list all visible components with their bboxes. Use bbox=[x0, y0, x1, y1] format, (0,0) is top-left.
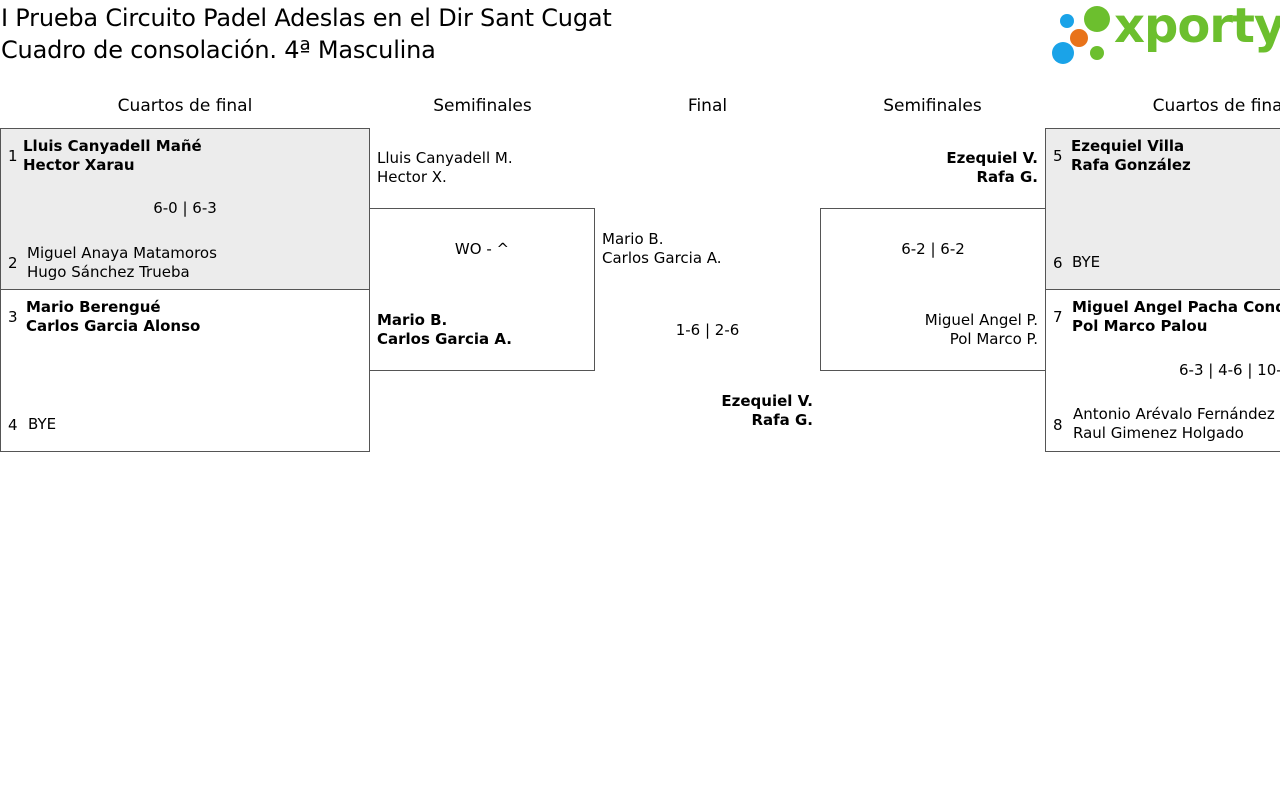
team-name[interactable]: Antonio Arévalo Fernández Raul Gimenez H… bbox=[1073, 405, 1275, 443]
match-sf-left[interactable]: WO - ^ Mario B. Carlos Garcia A. bbox=[369, 208, 595, 371]
player-name: Raul Gimenez Holgado bbox=[1073, 424, 1244, 442]
team-name[interactable]: Ezequiel V. Rafa G. bbox=[820, 149, 1038, 187]
logo-dot-orange-icon bbox=[1070, 29, 1088, 47]
tournament-name: I Prueba Circuito Padel Adeslas en el Di… bbox=[1, 4, 612, 32]
seed-number: 7 bbox=[1053, 308, 1063, 326]
player-name: Antonio Arévalo Fernández bbox=[1073, 405, 1275, 423]
team-name[interactable]: Mario Berengué Carlos Garcia Alonso bbox=[26, 298, 200, 336]
player-name: Miguel Angel Pacha Conde bbox=[1072, 298, 1280, 316]
player-name: Ezequiel V. bbox=[946, 149, 1038, 167]
logo-dot-green-icon bbox=[1084, 6, 1110, 32]
player-name: Miguel Anaya Matamoros bbox=[27, 244, 217, 262]
header-final: Final bbox=[687, 96, 728, 116]
match-score: 6-0 | 6-3 bbox=[153, 199, 217, 217]
draw-name: Cuadro de consolación. 4ª Masculina bbox=[1, 36, 436, 64]
seed-number: 3 bbox=[8, 308, 18, 326]
logo-dot-blue-icon bbox=[1060, 14, 1074, 28]
player-name: Mario Berengué bbox=[26, 298, 161, 316]
header-quarterfinals-left: Cuartos de final bbox=[117, 96, 253, 116]
team-name[interactable]: Miguel Angel P. Pol Marco P. bbox=[821, 311, 1038, 349]
seed-number: 1 bbox=[8, 147, 18, 165]
player-name: Mario B. bbox=[602, 230, 664, 248]
player-name: Rafa González bbox=[1071, 156, 1191, 174]
player-name: Rafa G. bbox=[751, 411, 813, 429]
match-score: 6-3 | 4-6 | 10-6 bbox=[1179, 361, 1280, 379]
seed-number: 5 bbox=[1053, 147, 1063, 165]
team-name[interactable]: Lluis Canyadell Mañé Hector Xarau bbox=[23, 137, 202, 175]
player-name: Pol Marco P. bbox=[949, 330, 1038, 348]
player-name: Lluis Canyadell Mañé bbox=[23, 137, 202, 155]
player-name: Rafa G. bbox=[976, 168, 1038, 186]
seed-number: 8 bbox=[1053, 416, 1063, 434]
header-semifinals-right: Semifinales bbox=[883, 96, 982, 116]
player-name: Carlos Garcia A. bbox=[602, 249, 722, 267]
logo-text: xporty bbox=[1114, 0, 1280, 54]
champion-team[interactable]: Ezequiel V. Rafa G. bbox=[595, 392, 813, 430]
tournament-title: I Prueba Circuito Padel Adeslas en el Di… bbox=[1, 2, 612, 66]
header-semifinals-left: Semifinales bbox=[433, 96, 532, 116]
logo-dot-blue2-icon bbox=[1052, 42, 1074, 64]
match-qf-left-2[interactable]: 3 Mario Berengué Carlos Garcia Alonso 4 … bbox=[0, 289, 370, 452]
player-name: Ezequiel Villa bbox=[1071, 137, 1185, 155]
match-score: 6-2 | 6-2 bbox=[901, 240, 965, 258]
seed-number: 2 bbox=[8, 254, 18, 272]
player-name: Pol Marco Palou bbox=[1072, 317, 1208, 335]
team-name[interactable]: BYE bbox=[1072, 253, 1101, 271]
xporty-logo[interactable]: xporty bbox=[1050, 0, 1280, 66]
header-quarterfinals-right: Cuartos de final bbox=[1152, 96, 1280, 116]
player-name: Carlos Garcia Alonso bbox=[26, 317, 201, 335]
final-score: 1-6 | 2-6 bbox=[675, 321, 740, 339]
team-name[interactable]: Miguel Anaya Matamoros Hugo Sánchez True… bbox=[27, 244, 217, 282]
team-name[interactable]: BYE bbox=[28, 415, 57, 433]
team-name[interactable]: Miguel Angel Pacha Conde Pol Marco Palou bbox=[1072, 298, 1280, 336]
player-name: Hector X. bbox=[377, 168, 447, 186]
player-name: Ezequiel V. bbox=[721, 392, 813, 410]
player-name: Hugo Sánchez Trueba bbox=[27, 263, 190, 281]
player-name: Carlos Garcia A. bbox=[377, 330, 512, 348]
match-score: WO - ^ bbox=[454, 240, 510, 258]
team-name[interactable]: Mario B. Carlos Garcia A. bbox=[377, 311, 512, 349]
logo-dot-green2-icon bbox=[1090, 46, 1104, 60]
team-name[interactable]: Ezequiel Villa Rafa González bbox=[1071, 137, 1191, 175]
match-qf-right-1[interactable]: 5 Ezequiel Villa Rafa González 6 BYE bbox=[1045, 128, 1280, 290]
team-name[interactable]: Mario B. Carlos Garcia A. bbox=[602, 230, 722, 268]
seed-number: 4 bbox=[8, 416, 18, 434]
player-name: Mario B. bbox=[377, 311, 448, 329]
seed-number: 6 bbox=[1053, 254, 1063, 272]
player-name: Lluis Canyadell M. bbox=[377, 149, 513, 167]
match-qf-left-1[interactable]: 1 Lluis Canyadell Mañé Hector Xarau 6-0 … bbox=[0, 128, 370, 290]
match-sf-right[interactable]: 6-2 | 6-2 Miguel Angel P. Pol Marco P. bbox=[820, 208, 1046, 371]
player-name: Miguel Angel P. bbox=[924, 311, 1038, 329]
player-name: Hector Xarau bbox=[23, 156, 135, 174]
team-name[interactable]: Lluis Canyadell M. Hector X. bbox=[377, 149, 513, 187]
match-qf-right-2[interactable]: 7 Miguel Angel Pacha Conde Pol Marco Pal… bbox=[1045, 289, 1280, 452]
